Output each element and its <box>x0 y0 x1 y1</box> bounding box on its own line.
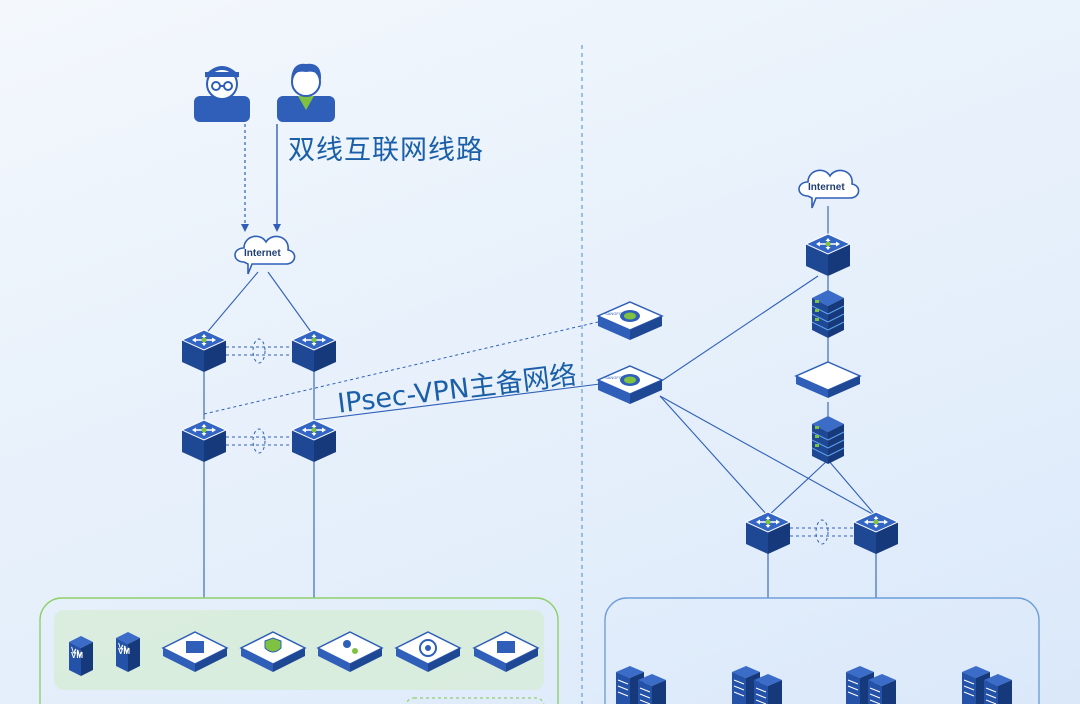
user-management-icon <box>317 631 383 673</box>
switch-icon <box>853 511 899 555</box>
vpn-gateway-icon <box>597 301 663 341</box>
switch-icon <box>291 419 337 463</box>
svg-text:VM: VM <box>118 647 130 656</box>
vm-server-icon: VM <box>116 632 140 672</box>
internet-right-label: Internet <box>808 182 845 193</box>
cloud-icon: Internet <box>798 169 860 209</box>
vpn-gateway-icon <box>597 365 663 405</box>
firewall-icon <box>811 415 845 465</box>
datacenter-zone-right <box>604 597 1040 704</box>
shield-icon <box>240 631 306 673</box>
cloud-icon: Internet <box>234 235 296 275</box>
appliance-icon <box>795 361 861 399</box>
switch-icon <box>745 511 791 555</box>
server-rack-icon <box>731 665 783 704</box>
svg-text:VM: VM <box>71 651 83 660</box>
dual-line-label: 双线互联网线路 <box>288 135 484 166</box>
switch-icon <box>181 419 227 463</box>
user-icon <box>277 63 335 122</box>
appliance-icon <box>473 631 539 673</box>
server-rack-icon <box>961 665 1013 704</box>
switch-icon <box>805 233 851 277</box>
target-icon <box>395 631 461 673</box>
server-rack-icon <box>845 665 897 704</box>
switch-icon <box>181 329 227 373</box>
server-rack-icon <box>615 665 667 704</box>
internet-left-label: Internet <box>244 248 281 259</box>
switch-icon <box>291 329 337 373</box>
datacenter-zone-left <box>39 597 559 704</box>
engineer-icon <box>194 66 250 122</box>
firewall-icon <box>811 289 845 339</box>
appliance-icon <box>162 631 228 673</box>
vm-server-icon: VM <box>69 636 93 676</box>
